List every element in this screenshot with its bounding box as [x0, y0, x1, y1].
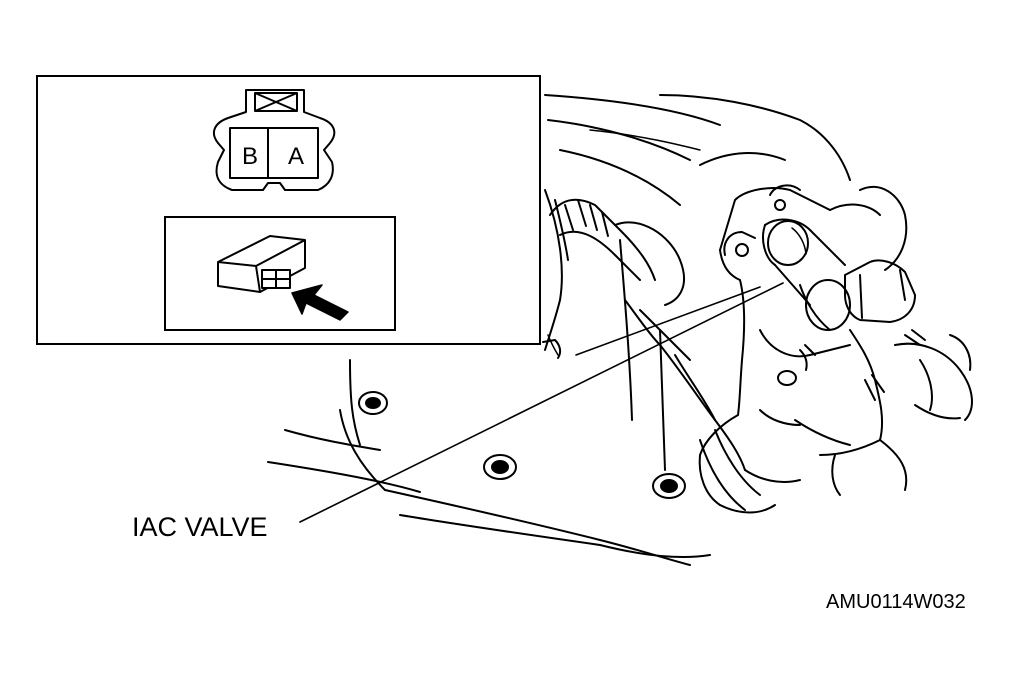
callout-leader-lines — [299, 282, 784, 523]
engine-illustration — [267, 94, 973, 566]
figure-code: AMU0114W032 — [826, 591, 966, 613]
connector-block-illustration — [217, 235, 306, 293]
connector-pin-b-label: B — [242, 143, 258, 170]
arrow-icon — [291, 284, 349, 321]
iac-valve-label: IAC VALVE — [132, 512, 268, 542]
connector-inset: B A — [36, 75, 541, 345]
connector-pin-a-label: A — [288, 143, 304, 170]
connector-face — [212, 89, 336, 191]
